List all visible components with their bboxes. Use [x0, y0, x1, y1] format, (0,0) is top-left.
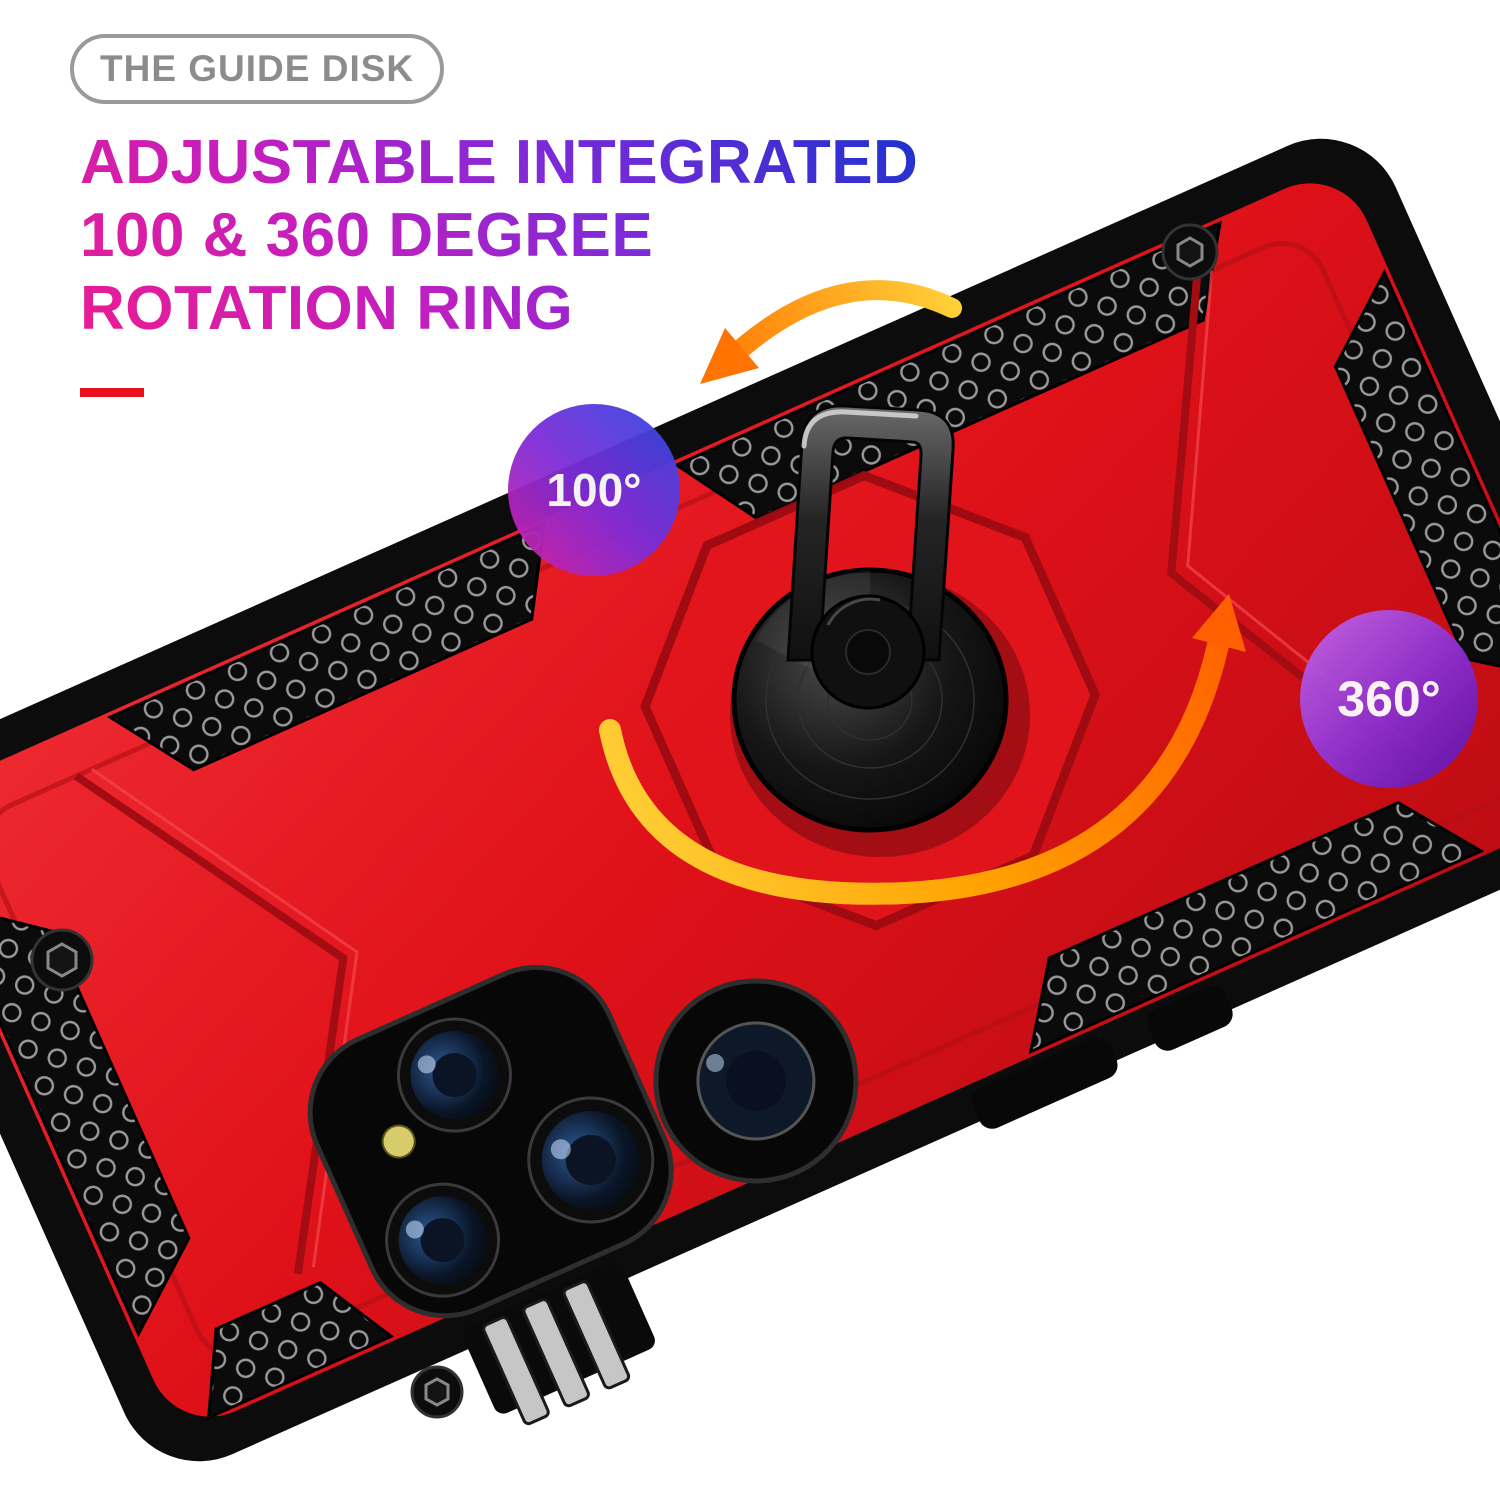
angle-badge-100: 100°: [508, 404, 680, 576]
side-buttons: [971, 985, 1233, 1129]
corner-bolt: [1161, 223, 1219, 281]
camera-lens: [385, 1182, 501, 1298]
camera-lens: [396, 1017, 512, 1133]
angle-badge-100-label: 100°: [546, 464, 642, 516]
ring-loop: [786, 404, 955, 662]
angle-badge-360-label: 360°: [1337, 671, 1441, 727]
phone-case: [0, 138, 1500, 1462]
periscope-lens: [696, 1021, 816, 1141]
headline: ADJUSTABLE INTEGRATED 100 & 360 DEGREE R…: [80, 126, 918, 345]
guide-disk-label: THE GUIDE DISK: [100, 48, 415, 89]
bottom-port: [462, 1262, 655, 1426]
accent-dash: [80, 388, 144, 397]
ring-kickstand: [730, 404, 1030, 857]
corner-bolts: [30, 223, 1219, 1419]
camera-lens: [527, 1096, 655, 1224]
corner-bolt: [30, 928, 94, 992]
rotation-arrow-large-icon: [599, 594, 1246, 905]
guide-disk-pill: THE GUIDE DISK: [70, 34, 445, 104]
rotation-arrow-small-icon: [700, 280, 962, 384]
angle-badge-360: 360°: [1300, 610, 1478, 788]
corner-bolt: [410, 1365, 464, 1419]
headline-line-3: ROTATION RING: [80, 274, 574, 344]
headline-line-2: 100 & 360 DEGREE: [80, 201, 654, 271]
camera-flash: [381, 1124, 416, 1159]
ring-hub: [810, 594, 926, 710]
camera-module: [307, 964, 859, 1319]
ring-metal-glint: [801, 409, 919, 449]
headline-line-1: ADJUSTABLE INTEGRATED: [80, 128, 919, 197]
